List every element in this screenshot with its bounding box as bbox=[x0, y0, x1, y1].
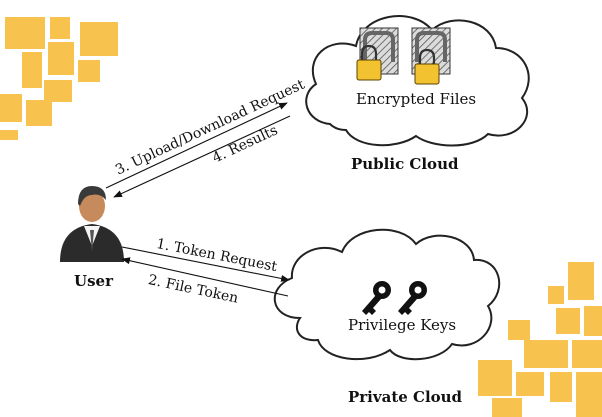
arrow-token-request bbox=[121, 246, 290, 282]
private-cloud-caption: Private Cloud bbox=[348, 388, 463, 406]
privilege-keys-label: Privilege Keys bbox=[348, 316, 457, 334]
decor-squares-bottom-right bbox=[478, 262, 602, 417]
key-icon-2 bbox=[398, 281, 427, 315]
key-icon-1 bbox=[362, 281, 391, 315]
public-cloud-caption: Public Cloud bbox=[351, 155, 459, 173]
lock-icon-1 bbox=[356, 44, 382, 81]
arrow-upload-download bbox=[105, 102, 288, 189]
user-icon bbox=[60, 186, 124, 262]
arrow-results bbox=[113, 115, 291, 198]
arrow-file-token bbox=[121, 257, 289, 297]
user-caption: User bbox=[74, 272, 113, 290]
decor-squares-top-left bbox=[0, 17, 118, 140]
lock-icon-2 bbox=[414, 48, 440, 85]
encrypted-files-label: Encrypted Files bbox=[356, 90, 477, 108]
